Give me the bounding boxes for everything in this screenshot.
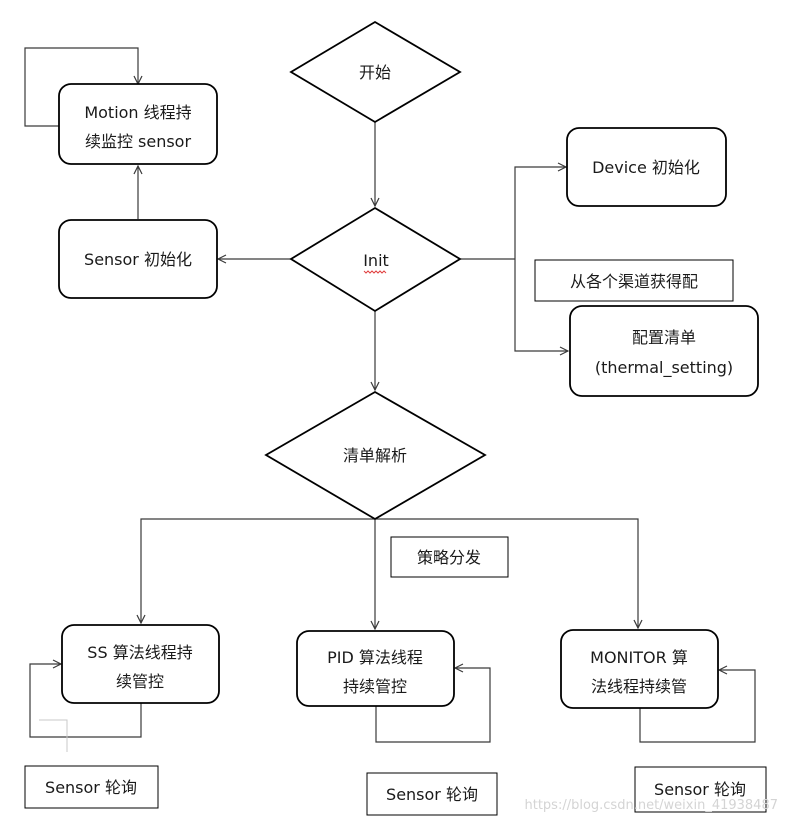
edge-motion-self-loop (24, 47, 138, 127)
edge-trunk-to-config-list (514, 259, 568, 351)
edge-monitor-self-loop (639, 670, 756, 743)
device-init-label: Device 初始化 (592, 158, 700, 177)
faint-artifact-line (39, 719, 68, 752)
monitor-algorithm-node: MONITOR 算 法线程持续管 (560, 629, 719, 709)
monitor-algorithm-label-line1: MONITOR 算 (590, 648, 688, 667)
motion-thread-label-line1: Motion 线程持 (84, 103, 191, 122)
config-list-label-line1: 配置清单 (632, 328, 696, 347)
motion-thread-label-line2: 续监控 sensor (85, 132, 192, 151)
config-list-label-line2: (thermal_setting) (595, 358, 733, 378)
motion-thread-node: Motion 线程持 续监控 sensor (58, 83, 218, 165)
ss-algorithm-node: SS 算法线程持 续管控 (61, 624, 220, 704)
channels-label-text: 从各个渠道获得配 (570, 272, 698, 291)
start-node-label: 开始 (359, 63, 391, 82)
poll-label-ss: Sensor 轮询 (24, 765, 159, 809)
poll-label-ss-text: Sensor 轮询 (45, 778, 137, 797)
init-node: Init (289, 206, 462, 313)
parse-node: 清单解析 (264, 390, 487, 521)
monitor-algorithm-label-line2: 法线程持续管 (591, 677, 687, 696)
ss-algorithm-label-line2: 续管控 (116, 672, 164, 691)
dispatch-label-text: 策略分发 (417, 548, 481, 567)
pid-algorithm-label-line1: PID 算法线程 (327, 648, 423, 667)
sensor-init-label: Sensor 初始化 (84, 250, 192, 269)
init-node-label: Init (363, 251, 389, 270)
device-init-node: Device 初始化 (566, 127, 727, 207)
channels-label: 从各个渠道获得配 (534, 259, 734, 302)
config-list-node: 配置清单 (thermal_setting) (569, 305, 759, 397)
edge-trunk-to-device-init (514, 167, 566, 259)
pid-algorithm-label-line2: 持续管控 (343, 677, 407, 696)
edge-parse-to-monitor (375, 518, 638, 628)
poll-label-monitor-text: Sensor 轮询 (654, 780, 746, 799)
parse-node-label: 清单解析 (343, 446, 407, 465)
start-node: 开始 (289, 20, 462, 124)
edge-parse-to-ss (141, 518, 375, 623)
edge-pid-self-loop (375, 668, 491, 743)
dispatch-label: 策略分发 (390, 536, 509, 578)
poll-label-pid: Sensor 轮询 (366, 772, 498, 816)
edge-ss-self-loop (29, 664, 142, 738)
poll-label-pid-text: Sensor 轮询 (386, 785, 478, 804)
spellcheck-underline (363, 270, 387, 274)
watermark-text: https://blog.csdn.net/weixin_41938487 (524, 798, 778, 813)
poll-label-monitor: Sensor 轮询 (634, 766, 767, 813)
sensor-init-node: Sensor 初始化 (58, 219, 218, 299)
pid-algorithm-node: PID 算法线程 持续管控 (296, 630, 455, 707)
ss-algorithm-label-line1: SS 算法线程持 (87, 643, 192, 662)
